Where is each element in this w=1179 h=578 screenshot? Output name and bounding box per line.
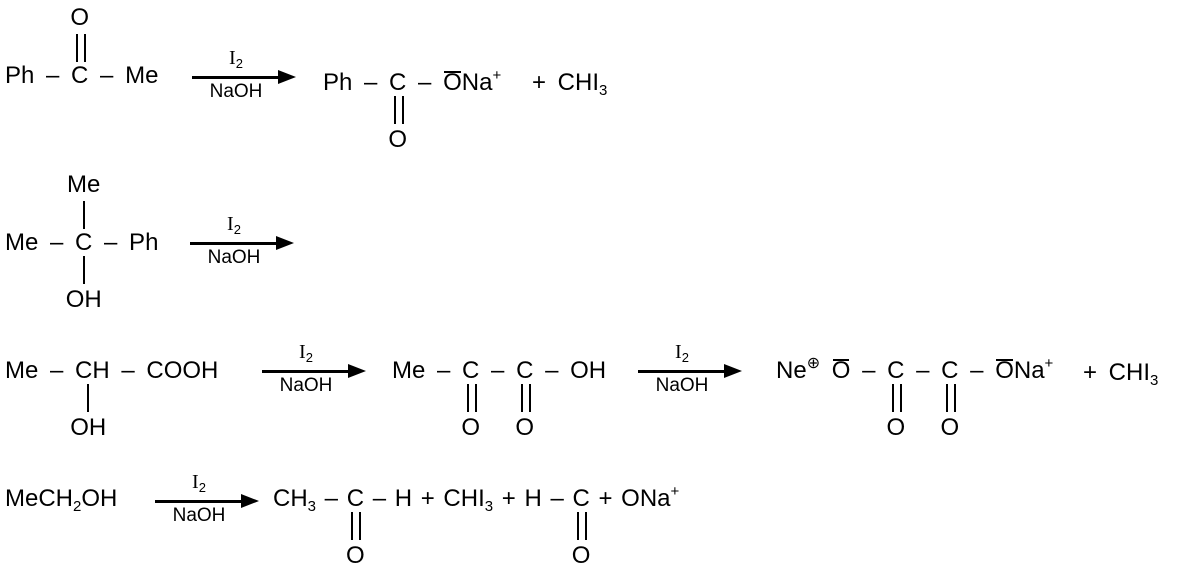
reagent-naoh: NaOH (279, 375, 333, 396)
reagent-i2: I2 (675, 341, 689, 365)
reagent-i2: I2 (227, 213, 241, 237)
single-bond (82, 201, 85, 229)
reagent-naoh: NaOH (209, 81, 263, 102)
reagent-naoh: NaOH (655, 375, 709, 396)
carbonyl-oxygen: O (388, 126, 408, 153)
double-bond (75, 34, 86, 62)
r1-reactant-left: Ph – (5, 62, 72, 89)
hydroxyl-group: OH (65, 286, 102, 313)
r3-byproduct: + CHI3 (1083, 359, 1159, 389)
double-bond (393, 96, 404, 124)
carbonyl-oxygen: O (70, 4, 90, 31)
r4-reactant: MeCH2OH (5, 485, 118, 515)
reagent-i2: I2 (229, 47, 243, 71)
single-bond (87, 384, 90, 412)
anion-oxygen: O (995, 357, 1014, 384)
carbonyl-oxygen: O (346, 542, 365, 569)
carbonyl-oxygen: O (886, 414, 906, 441)
carbonyl-oxygen: O (515, 414, 535, 441)
reagent-naoh: NaOH (207, 247, 261, 268)
positive-charge-icon: ⊕ (806, 355, 821, 372)
carbonyl-oxygen: O (940, 414, 960, 441)
r1-reactant-right: – Me (88, 62, 159, 89)
methyl-group: Me (67, 171, 101, 198)
anion-oxygen: O (443, 69, 462, 96)
r1-byproduct: + CHI3 (532, 69, 608, 99)
reagent-i2: I2 (299, 341, 313, 365)
anion-oxygen: O (831, 357, 851, 384)
reagent-naoh: NaOH (172, 505, 226, 526)
single-bond (82, 256, 85, 284)
carbonyl-oxygen: O (571, 542, 591, 569)
reagent-i2: I2 (192, 471, 206, 495)
hydroxyl-group: OH (70, 414, 107, 441)
carbonyl-oxygen: O (461, 414, 481, 441)
